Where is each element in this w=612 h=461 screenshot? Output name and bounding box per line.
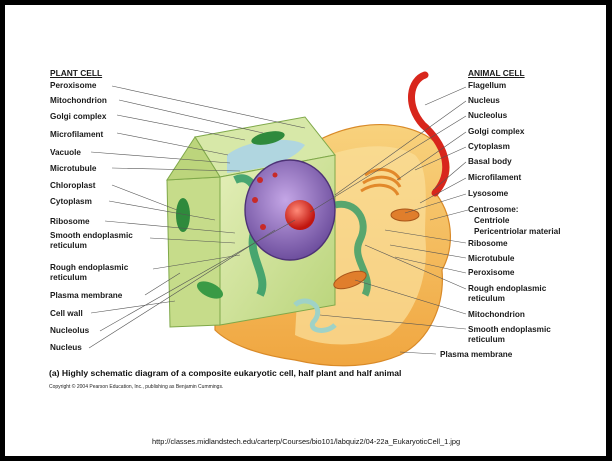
animal-label: reticulum (468, 294, 505, 304)
slide: PLANT CELL Peroxisome Mitochondrion Golg… (5, 5, 606, 456)
plant-label: reticulum (50, 241, 87, 251)
animal-label: Ribosome (468, 239, 508, 249)
plant-label: Smooth endoplasmic (50, 231, 133, 241)
animal-label: Peroxisome (468, 268, 514, 278)
animal-label: Basal body (468, 157, 512, 167)
plant-label: Cytoplasm (50, 197, 92, 207)
plant-label: Microtubule (50, 164, 96, 174)
mitochondrion (391, 209, 419, 221)
animal-label: Smooth endoplasmic (468, 325, 551, 335)
plant-label: Nucleolus (50, 326, 89, 336)
animal-label: Nucleus (468, 96, 500, 106)
animal-label: Lysosome (468, 189, 508, 199)
source-url: http://classes.midlandstech.edu/carterp/… (152, 437, 460, 446)
plant-label: Ribosome (50, 217, 90, 227)
plant-label: Golgi complex (50, 112, 106, 122)
plant-label: Nucleus (50, 343, 82, 353)
animal-label: Cytoplasm (468, 142, 510, 152)
animal-label: Centriole (474, 216, 510, 226)
plant-label: Peroxisome (50, 81, 96, 91)
animal-label: Mitochondrion (468, 310, 525, 320)
plant-label: Vacuole (50, 148, 81, 158)
animal-label: Microfilament (468, 173, 521, 183)
plant-cell-front (167, 177, 220, 327)
plant-label: Cell wall (50, 309, 83, 319)
animal-label: Golgi complex (468, 127, 524, 137)
plant-label: Mitochondrion (50, 96, 107, 106)
animal-label: Plasma membrane (440, 350, 512, 360)
plant-label: Rough endoplasmic (50, 263, 128, 273)
animal-label: Nucleolus (468, 111, 507, 121)
plant-label: Plasma membrane (50, 291, 122, 301)
plant-label: reticulum (50, 273, 87, 283)
animal-label: reticulum (468, 335, 505, 345)
plant-label: Chloroplast (50, 181, 96, 191)
animal-label: Rough endoplasmic (468, 284, 546, 294)
figure-caption: (a) Highly schematic diagram of a compos… (49, 368, 401, 378)
animal-label: Centrosome: (468, 205, 519, 215)
animal-label: Microtubule (468, 254, 514, 264)
plant-label: Microfilament (50, 130, 103, 140)
nucleolus (285, 200, 315, 230)
plant-cell-header: PLANT CELL (50, 68, 102, 78)
animal-label: Flagellum (468, 81, 506, 91)
copyright-notice: Copyright © 2004 Pearson Education, Inc.… (49, 384, 223, 390)
animal-label: Pericentriolar material (474, 227, 560, 237)
animal-cell-header: ANIMAL CELL (468, 68, 525, 78)
